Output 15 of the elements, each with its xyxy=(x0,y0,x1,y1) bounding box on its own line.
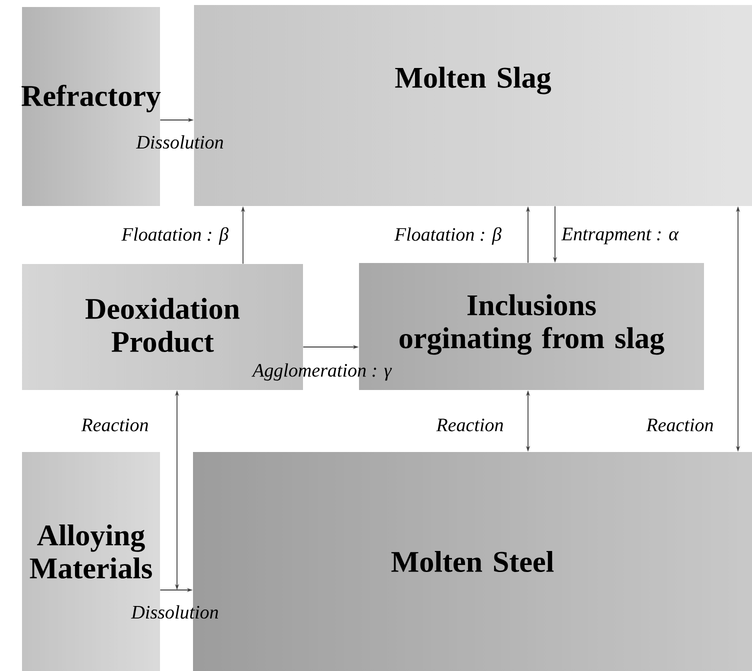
block-title: Deoxidation Product xyxy=(86,298,240,352)
edge-label: Reaction xyxy=(646,418,713,432)
edge-label: Dissolution xyxy=(136,135,224,149)
edge-label: Reaction xyxy=(81,418,148,432)
block-title: Inclusions orginating from slag xyxy=(400,294,664,355)
edge-label: Floatation : β xyxy=(394,227,502,245)
block-title: Refractory xyxy=(22,84,161,112)
edge-label: Floatation : β xyxy=(121,227,229,245)
edge-label: Entrapment : α xyxy=(561,228,679,244)
block-title: Alloying Materials xyxy=(30,524,152,579)
block-title: Molten Slag xyxy=(395,66,552,94)
edge-label: Agglomeration : γ xyxy=(252,363,392,381)
block-title: Molten Steel xyxy=(391,550,554,572)
edge-label: Dissolution xyxy=(130,605,218,619)
edge-label: Reaction xyxy=(436,418,503,432)
